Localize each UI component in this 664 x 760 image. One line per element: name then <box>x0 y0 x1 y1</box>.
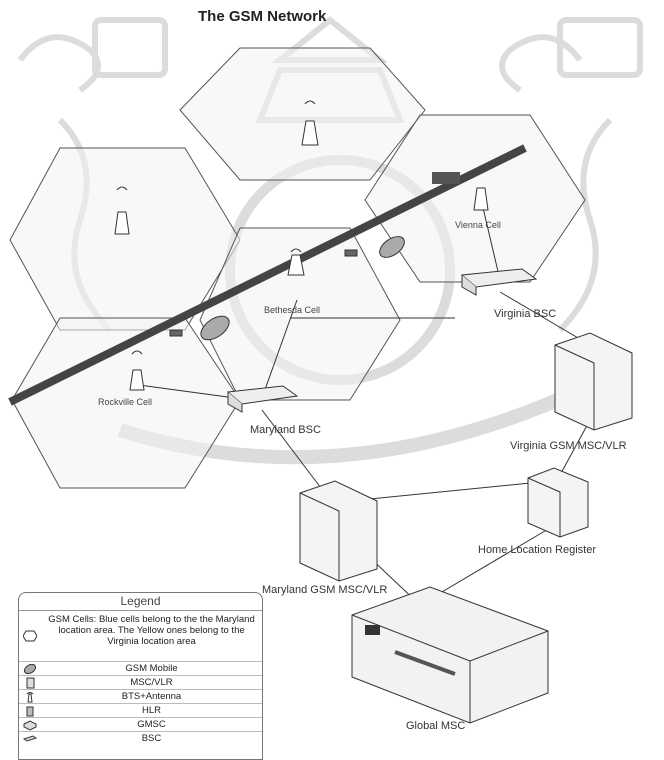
maryland-msc-server <box>300 481 377 581</box>
mobile-icon <box>23 663 37 675</box>
bts-antenna-icon <box>23 691 37 703</box>
bsc-icon <box>23 733 37 745</box>
legend-row-cells: GSM Cells: Blue cells belong to the the … <box>19 611 262 662</box>
legend-label-gmsc: GMSC <box>19 718 262 731</box>
legend-cells-description: GSM Cells: Blue cells belong to the the … <box>19 611 262 647</box>
virginia-bsc-label: Virginia BSC <box>494 308 556 320</box>
legend-label-bsc: BSC <box>19 732 262 745</box>
hlr-label: Home Location Register <box>478 544 596 556</box>
gmsc-icon <box>23 719 37 731</box>
hlr-icon <box>23 705 37 717</box>
legend-row-mobile: GSM Mobile <box>19 662 262 676</box>
rockville-cell-label: Rockville Cell <box>98 397 152 407</box>
maryland-msc-label: Maryland GSM MSC/VLR <box>262 584 387 596</box>
global-msc-label: Global MSC <box>406 720 465 732</box>
legend-row-msc-vlr: MSC/VLR <box>19 676 262 690</box>
vienna-cell-label: Vienna Cell <box>455 220 501 230</box>
legend-title: Legend <box>19 593 262 611</box>
legend-label-mobile: GSM Mobile <box>19 662 262 675</box>
virginia-msc-server <box>555 333 632 430</box>
legend-row-gmsc: GMSC <box>19 718 262 732</box>
bethesda-cell-label: Bethesda Cell <box>264 305 320 315</box>
legend-row-bsc: BSC <box>19 732 262 745</box>
hlr-server <box>528 468 588 537</box>
legend-label-msc-vlr: MSC/VLR <box>19 676 262 689</box>
diagram-title: The GSM Network <box>198 8 326 25</box>
global-msc-switch <box>352 587 548 723</box>
gsm-cell-north <box>180 48 425 180</box>
legend-row-bts: BTS+Antenna <box>19 690 262 704</box>
legend-panel: Legend GSM Cells: Blue cells belong to t… <box>18 592 263 760</box>
gsm-cell-icon <box>23 630 37 642</box>
msc-vlr-icon <box>23 677 37 689</box>
maryland-bsc-label: Maryland BSC <box>250 424 321 436</box>
legend-row-hlr: HLR <box>19 704 262 718</box>
legend-label-bts: BTS+Antenna <box>19 690 262 703</box>
virginia-msc-label: Virginia GSM MSC/VLR <box>510 440 627 452</box>
legend-label-hlr: HLR <box>19 704 262 717</box>
